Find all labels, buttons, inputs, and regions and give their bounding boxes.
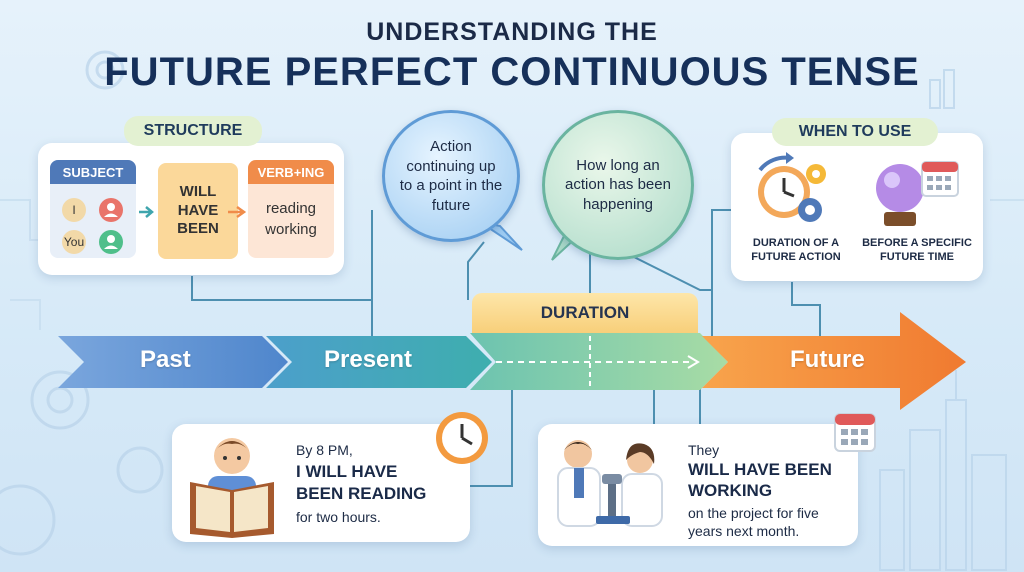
clock-gears-icon (758, 152, 826, 222)
example-2-bold-line-1: WILL HAVE BEEN (688, 460, 832, 479)
timeline-label-past: Past (140, 346, 191, 373)
pronoun-you: You (62, 230, 86, 254)
crystal-ball-calendar-icon (876, 161, 959, 226)
scientists-microscope-icon (557, 440, 663, 527)
verb-example-reading: reading (265, 200, 317, 217)
when-caption-duration: DURATION OF A FUTURE ACTION (751, 237, 841, 264)
example-1-bold-line-1: I WILL HAVE (296, 462, 398, 481)
arrow-right-icon (139, 206, 154, 218)
example-2-rest-line-2: years next month. (688, 523, 800, 539)
boy-reading-book-icon (190, 438, 274, 538)
timeline-label-future: Future (790, 346, 865, 373)
meaning-bubble-2: How long an action has been happening (542, 110, 694, 260)
example-1-intro: By 8 PM, (296, 442, 353, 458)
city-skyline-decoration (879, 69, 1007, 571)
arrow-right-icon (228, 205, 247, 219)
subject-label: SUBJECT (50, 160, 136, 184)
calendar-icon (834, 413, 876, 452)
person-avatar-icon (99, 198, 123, 254)
when-to-use-heading: WHEN TO USE (772, 118, 938, 146)
title-line-2: FUTURE PERFECT CONTINUOUS TENSE (104, 50, 920, 94)
example-2-rest-line-1: on the project for five (688, 505, 819, 521)
pronoun-i: I (62, 198, 86, 222)
aux-will: WILL (179, 182, 217, 200)
timeline-present-segment (266, 336, 492, 388)
duration-label: DURATION (472, 293, 698, 333)
verb-label: VERB+ING (248, 160, 334, 184)
gear-icon (116, 446, 164, 494)
timeline-past-segment (58, 336, 288, 388)
when-caption-before: BEFORE A SPECIFIC FUTURE TIME (862, 237, 972, 264)
clock-icon (436, 412, 488, 464)
timeline-future-segment (702, 312, 966, 410)
meaning-bubble-1: Action continuing up to a point in the f… (382, 110, 520, 242)
aux-have: HAVE (177, 201, 219, 219)
verb-examples: reading working (248, 198, 334, 240)
aux-been: BEEN (177, 220, 219, 238)
verb-example-working: working (265, 221, 317, 238)
example-1-bold-line-2: BEEN READING (296, 484, 427, 503)
example-2-bold-line-2: WORKING (688, 481, 773, 500)
title-line-1: UNDERSTANDING THE (366, 18, 658, 46)
timeline-label-present: Present (324, 346, 413, 373)
example-1-rest: for two hours. (296, 509, 381, 525)
gear-icon (85, 50, 125, 90)
auxiliary-box: WILL HAVE BEEN (158, 163, 238, 259)
gear-icon (30, 370, 90, 430)
structure-heading: STRUCTURE (124, 116, 262, 146)
example-2-intro: They (688, 442, 720, 458)
timeline-arrow (58, 312, 966, 410)
